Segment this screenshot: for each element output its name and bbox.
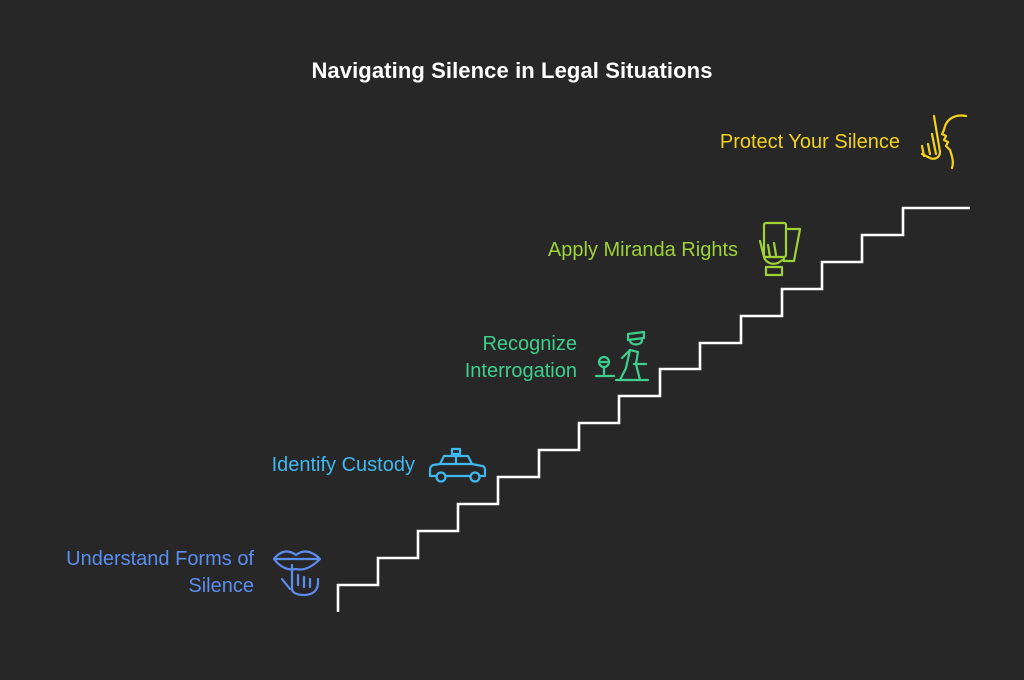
step-2-line-1: Identify Custody [271,454,415,476]
hand-card-icon [758,221,802,277]
step-3-label: Recognize Interrogation [465,331,577,385]
step-4-line-1: Apply Miranda Rights [547,239,738,261]
finger-on-lips-icon [920,114,968,170]
lips-shush-icon [272,550,322,597]
step-2-label: Identify Custody [272,452,415,479]
step-1-line-1: Understand Forms of [66,548,254,570]
step-3-line-1: Recognize [482,333,577,355]
diagram-title: Navigating Silence in Legal Situations [311,58,713,83]
step-4-label: Apply Miranda Rights [548,237,738,264]
police-car-icon [428,447,487,483]
step-3-line-2: Interrogation [464,360,577,382]
step-1-line-2: Silence [188,575,254,597]
step-5-label: Protect Your Silence [720,129,900,156]
interrogation-officer-icon [594,330,650,382]
step-1-label: Understand Forms of Silence [66,546,254,600]
step-5-line-1: Protect Your Silence [719,131,900,153]
staircase-line [336,206,970,612]
